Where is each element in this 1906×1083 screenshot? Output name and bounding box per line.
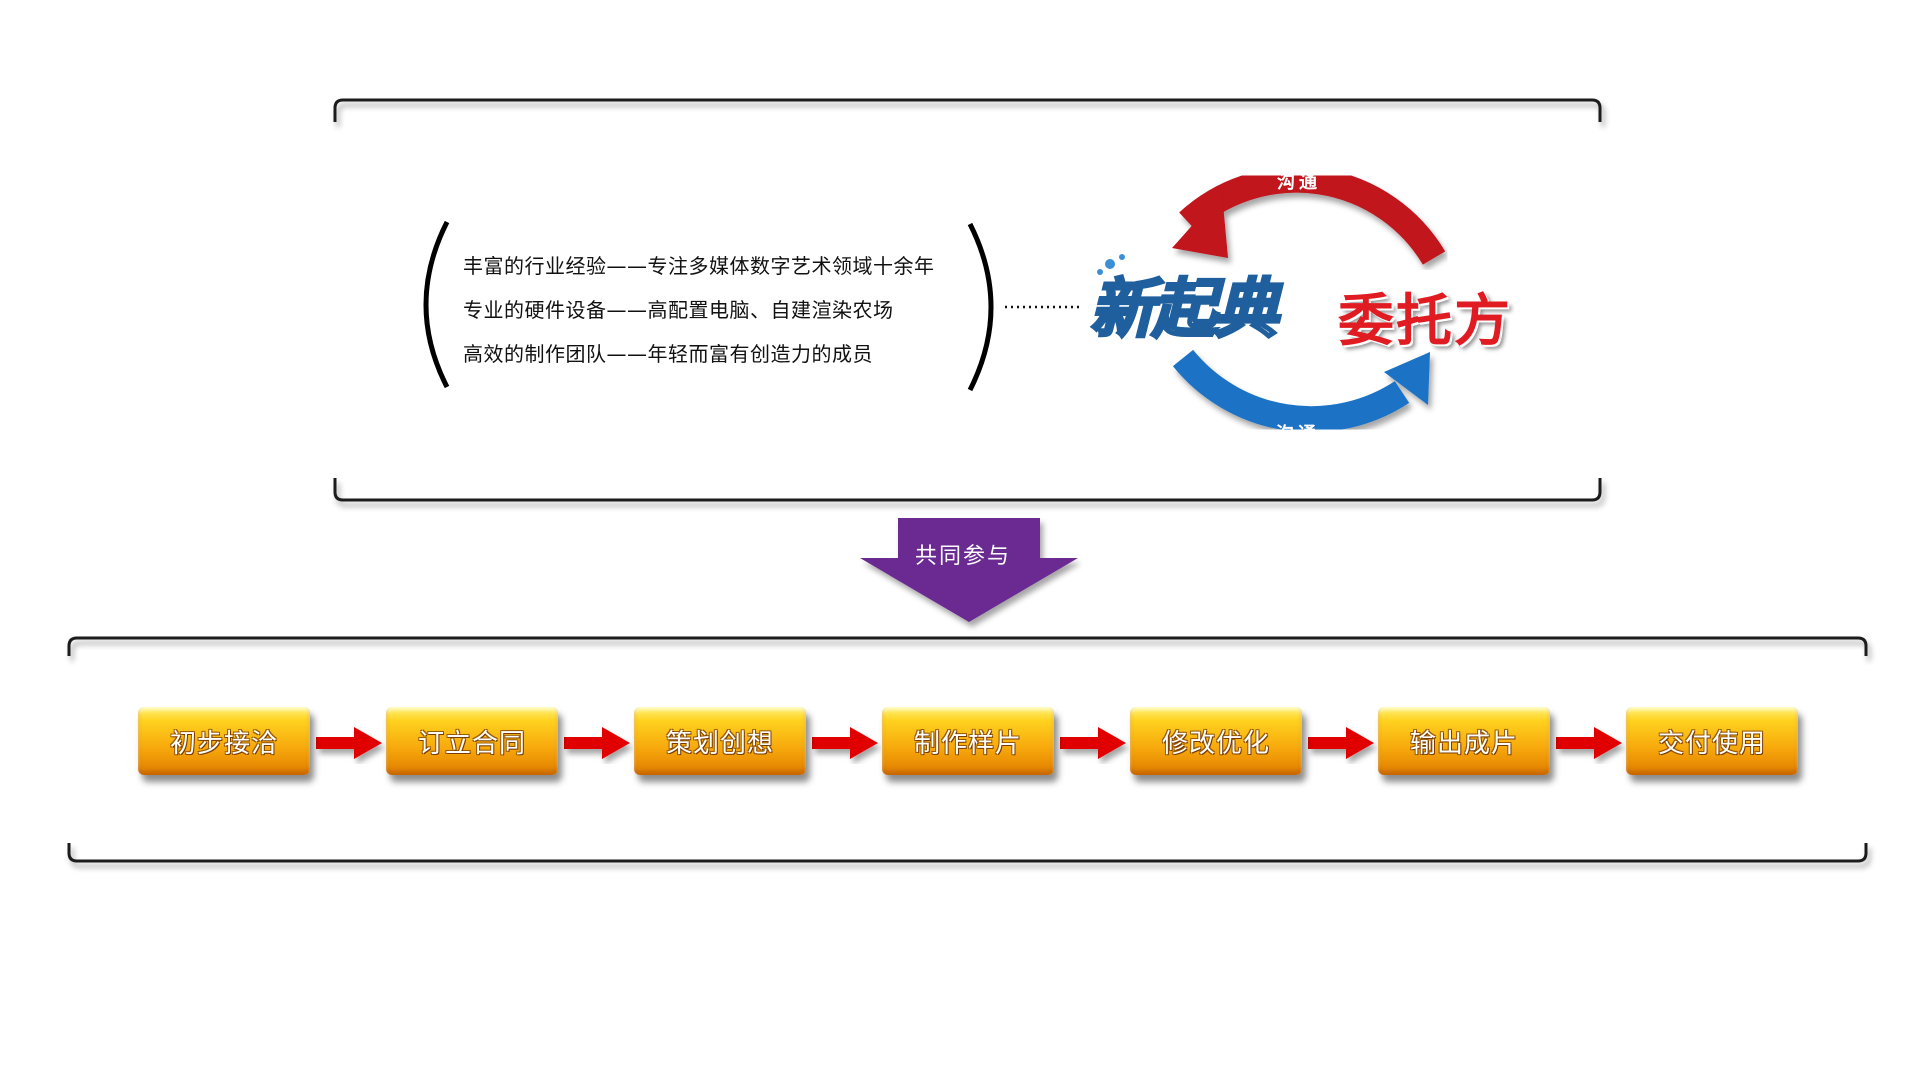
step-label: 交付使用 <box>1657 728 1766 759</box>
step-sign-contract: 订立合同 <box>386 707 558 775</box>
feature-hardware: 专业的硬件设备——高配置电脑、自建渲染农场 <box>463 298 894 322</box>
step-connector-arrow <box>564 727 630 759</box>
step-delivery: 交付使用 <box>1626 707 1798 775</box>
logo-sparkles <box>1097 254 1125 275</box>
left-paren <box>423 220 450 389</box>
step-connector-arrow <box>812 727 878 759</box>
step-sample-production: 制作样片 <box>882 707 1054 775</box>
client-logo: 委托方 <box>1338 289 1512 354</box>
step-initial-contact: 初步接洽 <box>138 707 310 775</box>
step-label: 策划创想 <box>665 728 774 759</box>
step-label: 修改优化 <box>1161 728 1270 759</box>
cycle-arrow-bottom <box>1172 349 1430 433</box>
step-label: 订立合同 <box>417 728 526 759</box>
company-logo: 新起典 <box>1089 272 1280 349</box>
step-planning: 策划创想 <box>634 707 806 775</box>
step-label: 初步接洽 <box>169 728 278 759</box>
step-label: 制作样片 <box>913 728 1022 759</box>
right-paren <box>967 222 994 392</box>
step-revision: 修改优化 <box>1130 707 1302 775</box>
cycle-arrow-top <box>1172 166 1446 265</box>
feature-team: 高效的制作团队——年轻而富有创造力的成员 <box>463 342 873 366</box>
step-connector-arrow <box>316 727 382 759</box>
step-output: 输出成片 <box>1378 707 1550 775</box>
together-arrow <box>860 518 1078 622</box>
step-connector-arrow <box>1308 727 1374 759</box>
step-connector-arrow <box>1060 727 1126 759</box>
bottom-frame <box>67 636 1868 863</box>
top-frame <box>333 98 1602 502</box>
step-connector-arrow <box>1556 727 1622 759</box>
step-arrows <box>316 727 1622 759</box>
cycle-label-top: 沟通 <box>1277 172 1321 193</box>
step-label: 输出成片 <box>1409 728 1518 759</box>
cycle-label-bottom: 沟通 <box>1276 424 1320 445</box>
feature-experience: 丰富的行业经验——专注多媒体数字艺术领域十余年 <box>463 254 935 278</box>
together-label: 共同参与 <box>914 544 1011 569</box>
